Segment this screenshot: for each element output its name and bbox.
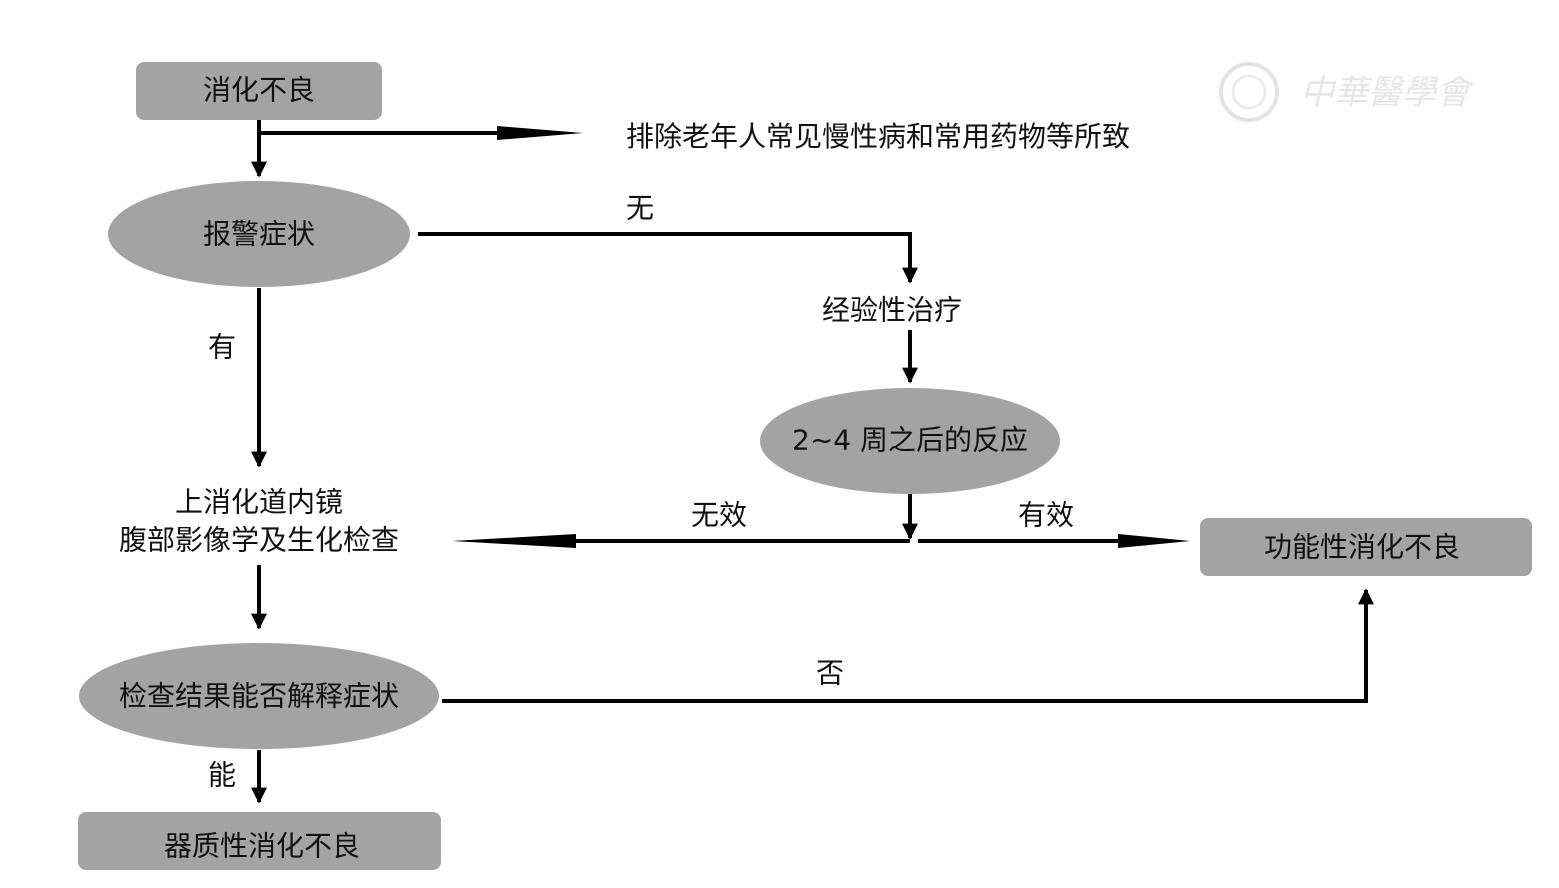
arrow-effective-head <box>1118 534 1190 548</box>
label-cannot: 否 <box>816 657 844 690</box>
label-yes: 有 <box>208 331 236 364</box>
node-response <box>760 388 1060 494</box>
node-functional-dyspepsia-label: 功能性消化不良 <box>1264 531 1460 564</box>
node-organic-dyspepsia <box>78 812 441 870</box>
exclude-note: 排除老年人常见慢性病和常用药物等所致 <box>626 120 1130 153</box>
label-can: 能 <box>208 759 236 792</box>
node-results-explain <box>79 643 439 749</box>
arrow-results-cannot <box>442 588 1374 703</box>
arrow-exclude-head <box>497 126 583 140</box>
node-exam-line2: 腹部影像学及生化检查 <box>119 524 399 557</box>
node-empirical-treatment: 经验性治疗 <box>822 294 962 327</box>
arrow-alarm-no <box>418 232 918 284</box>
node-alarm-symptoms <box>108 181 410 287</box>
label-no: 无 <box>626 192 654 225</box>
node-results-explain-label: 检查结果能否解释症状 <box>119 680 399 713</box>
watermark-text: 中華醫學會 <box>1300 73 1475 113</box>
society-seal-icon <box>1219 62 1279 122</box>
node-dyspepsia <box>136 62 382 120</box>
node-functional-dyspepsia <box>1200 518 1532 576</box>
node-dyspepsia-label: 消化不良 <box>203 74 315 107</box>
arrow-ineffective-head <box>452 534 576 548</box>
node-exam-line1: 上消化道内镜 <box>175 486 343 519</box>
label-effective: 有效 <box>1018 499 1074 532</box>
node-alarm-symptoms-label: 报警症状 <box>203 218 315 251</box>
node-organic-dyspepsia-label: 器质性消化不良 <box>164 830 360 863</box>
watermark: 中華醫學會 <box>1219 62 1475 122</box>
node-response-label: 2~4 周之后的反应 <box>792 424 1028 457</box>
label-ineffective: 无效 <box>691 499 747 532</box>
